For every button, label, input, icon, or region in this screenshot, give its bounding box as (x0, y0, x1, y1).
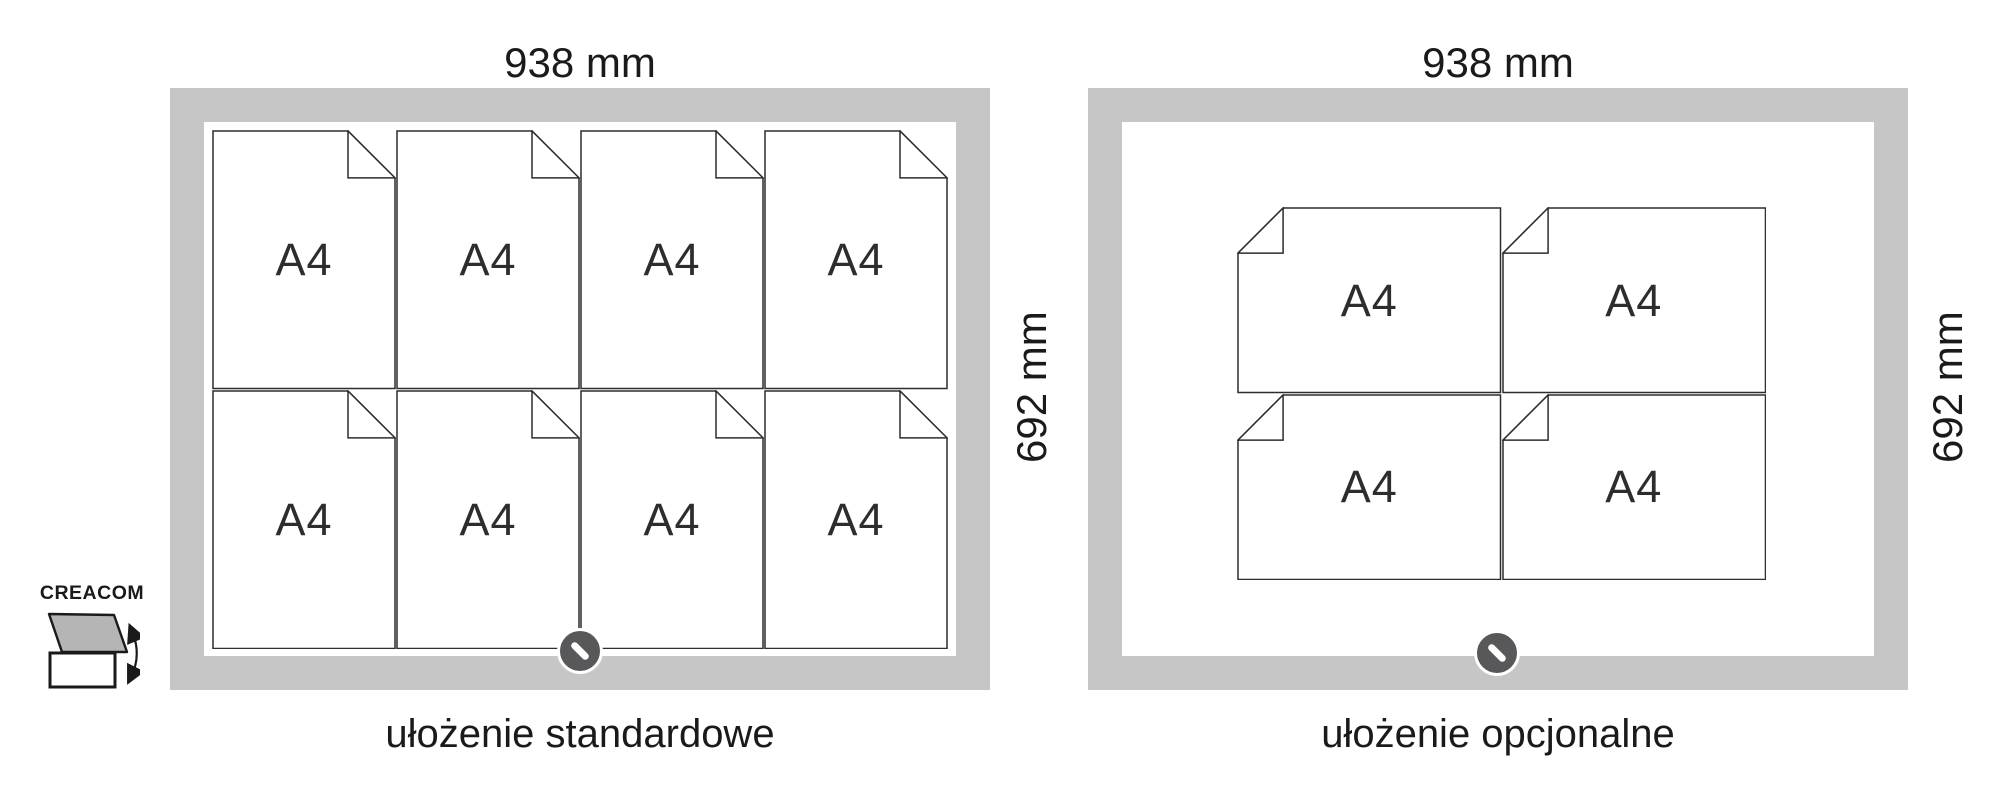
sheet-size-label: A4 (643, 493, 701, 545)
paper-with-folded-corner-icon (1501, 207, 1766, 394)
case-door-open (47, 612, 129, 653)
a4-sheet-landscape: A4 (1501, 393, 1767, 581)
sheet-size-label: A4 (275, 234, 333, 286)
open-display-case-icon (47, 612, 140, 688)
sheet-size-label: A4 (1605, 461, 1663, 513)
sheet-size-label: A4 (275, 493, 333, 545)
sheet-size-label: A4 (827, 234, 885, 286)
height-dimension-label-standard: 692 mm (1008, 311, 1055, 463)
paper-with-folded-corner-icon (1501, 393, 1766, 580)
paper-with-folded-corner-icon (396, 130, 580, 390)
paper-with-folded-corner-icon (580, 389, 764, 649)
caption-optional: ułożenie opcjonalne (1321, 712, 1675, 756)
brand-name: CREACOM (39, 582, 145, 604)
a4-sheet-portrait: A4 (580, 389, 764, 650)
a4-sheet-portrait: A4 (396, 130, 580, 390)
brand-logo: CREACOM (38, 582, 146, 689)
sheet-size-label: A4 (643, 234, 701, 286)
a4-sheet-landscape: A4 (1237, 207, 1502, 394)
a4-sheet-portrait: A4 (580, 130, 764, 390)
a4-sheet-portrait: A4 (396, 389, 580, 650)
a4-sheet-landscape: A4 (1237, 393, 1502, 581)
sheet-size-label: A4 (827, 493, 885, 545)
sheet-size-label: A4 (1340, 274, 1398, 326)
paper-with-folded-corner-icon (212, 130, 396, 390)
a4-sheet-portrait: A4 (764, 130, 948, 390)
paper-with-folded-corner-icon (1237, 393, 1502, 580)
case-body (48, 651, 117, 688)
sheet-size-label: A4 (459, 493, 517, 545)
height-dimension-label-optional: 692 mm (1924, 311, 1971, 463)
caption-standard: ułożenie standardowe (385, 712, 775, 756)
a4-sheet-portrait: A4 (764, 389, 948, 650)
paper-with-folded-corner-icon (212, 389, 396, 649)
paper-with-folded-corner-icon (396, 389, 580, 649)
width-dimension-label-optional: 938 mm (1422, 39, 1574, 86)
paper-with-folded-corner-icon (1237, 207, 1502, 394)
paper-with-folded-corner-icon (580, 130, 764, 390)
paper-with-folded-corner-icon (764, 130, 948, 390)
sheet-size-label: A4 (459, 234, 517, 286)
a4-sheet-portrait: A4 (212, 389, 396, 650)
a4-sheet-landscape: A4 (1501, 207, 1767, 394)
width-dimension-label-standard: 938 mm (504, 39, 656, 86)
sheet-grid-optional: A4 A4 A4 A4 (1237, 207, 1766, 580)
sheet-size-label: A4 (1605, 274, 1663, 326)
paper-with-folded-corner-icon (764, 389, 948, 649)
lock-slash (569, 640, 591, 662)
sheet-grid-standard: A4 A4 A4 A4 (212, 130, 948, 649)
sheet-size-label: A4 (1340, 461, 1398, 513)
lock-slash (1486, 642, 1508, 664)
a4-sheet-portrait: A4 (212, 130, 396, 390)
swing-arrow-icon (127, 622, 140, 685)
cam-lock-icon (1474, 630, 1520, 676)
cam-lock-icon (557, 628, 603, 674)
